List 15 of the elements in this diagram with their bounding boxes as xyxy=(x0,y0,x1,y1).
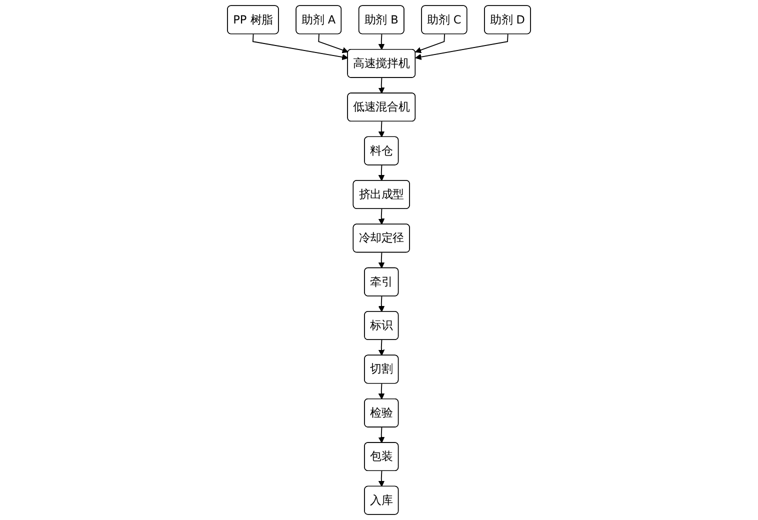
arrow xyxy=(252,34,348,60)
arrow xyxy=(378,296,385,312)
arrow xyxy=(378,340,385,356)
arrow xyxy=(378,252,385,268)
arrow xyxy=(415,34,446,54)
arrow xyxy=(378,164,385,182)
arrow xyxy=(378,208,385,225)
arrow xyxy=(318,34,348,54)
arrow xyxy=(378,77,385,94)
arrow xyxy=(415,34,508,60)
arrow xyxy=(378,34,385,50)
arrow xyxy=(378,383,385,400)
arrow xyxy=(378,470,385,487)
arrow xyxy=(378,426,385,444)
arrow xyxy=(378,121,385,138)
